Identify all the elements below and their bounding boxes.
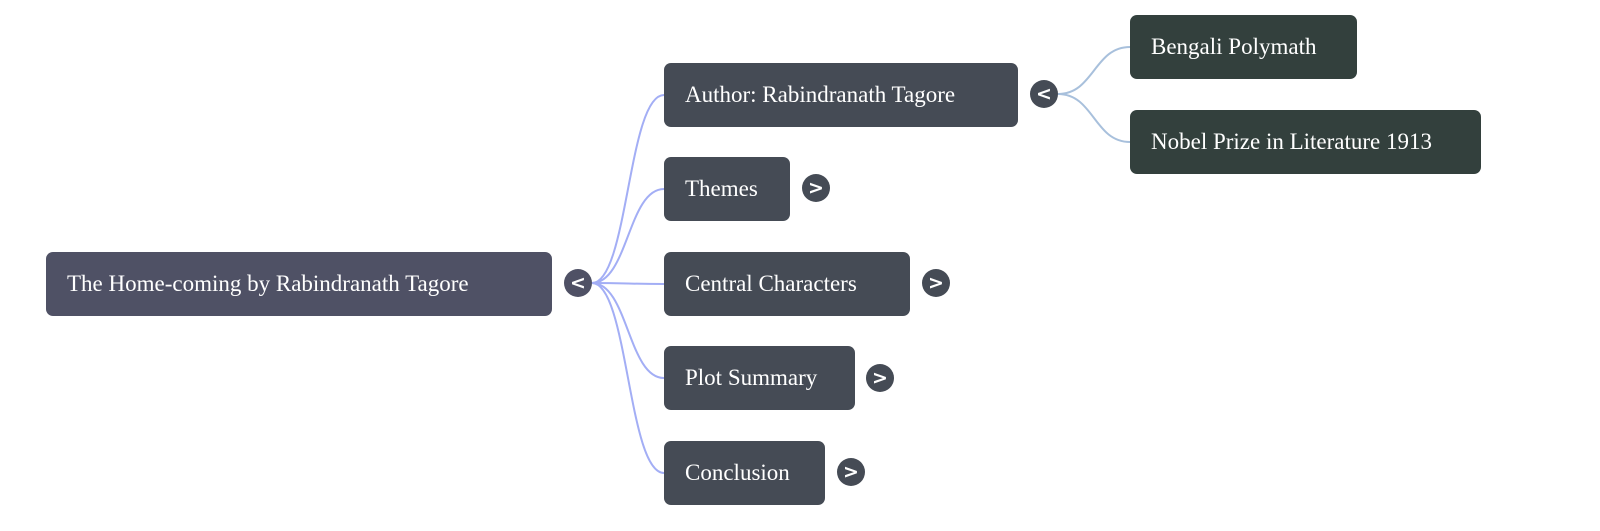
root-node[interactable]: The Home-coming by Rabindranath Tagore [46,252,552,316]
node-bengali-polymath[interactable]: Bengali Polymath [1130,15,1357,79]
node-author-label: Author: Rabindranath Tagore [685,82,956,107]
chevron-left-icon: < [1036,83,1052,105]
node-themes-label: Themes [685,176,758,201]
node-conclusion[interactable]: Conclusion [664,441,825,505]
conclusion-expand-toggle[interactable]: > [837,458,865,486]
root-collapse-toggle[interactable]: < [564,269,592,297]
chevron-right-icon: > [843,461,859,483]
node-central-characters[interactable]: Central Characters [664,252,910,316]
connector-root-to-author [591,94,665,284]
chevron-left-icon: < [570,272,586,294]
plot-summary-expand-toggle[interactable]: > [866,364,894,392]
connector-root-to-conclusion [591,282,665,474]
node-bengali-polymath-label: Bengali Polymath [1151,34,1317,59]
connector-author-to-bengali-polymath [1057,46,1131,95]
node-conclusion-label: Conclusion [685,460,790,485]
node-author[interactable]: Author: Rabindranath Tagore [664,63,1018,127]
node-themes[interactable]: Themes [664,157,790,221]
chevron-right-icon: > [872,367,888,389]
node-central-characters-label: Central Characters [685,271,857,296]
node-nobel-prize[interactable]: Nobel Prize in Literature 1913 [1130,110,1481,174]
node-plot-summary-label: Plot Summary [685,365,818,390]
connector-root-to-central-characters [591,282,665,285]
chevron-right-icon: > [808,177,824,199]
connector-root-to-plot-summary [591,282,665,379]
node-nobel-prize-label: Nobel Prize in Literature 1913 [1151,129,1433,154]
node-plot-summary[interactable]: Plot Summary [664,346,855,410]
chevron-right-icon: > [928,272,944,294]
connector-root-to-themes [591,188,665,284]
themes-expand-toggle[interactable]: > [802,174,830,202]
root-node-label: The Home-coming by Rabindranath Tagore [67,271,469,296]
connector-author-to-nobel-prize [1057,93,1131,143]
author-collapse-toggle[interactable]: < [1030,80,1058,108]
central-characters-expand-toggle[interactable]: > [922,269,950,297]
